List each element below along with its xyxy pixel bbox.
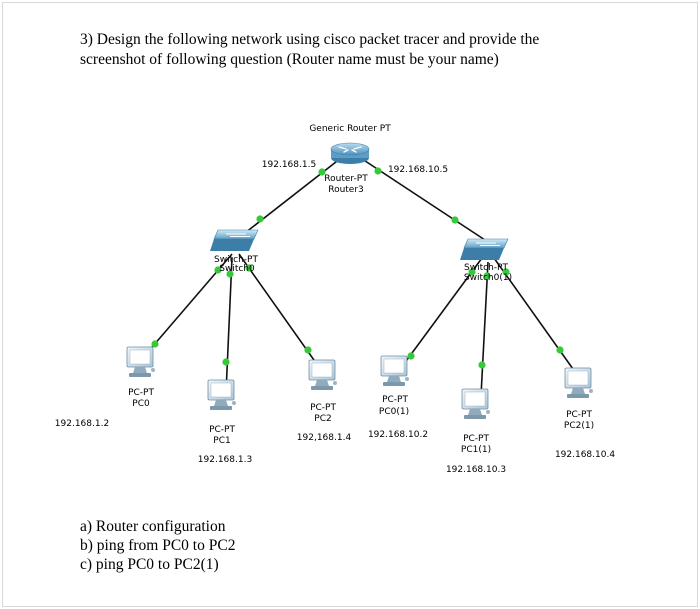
pc-name: PC2(1): [564, 421, 594, 431]
switch-right-name: Switch0(1): [464, 273, 512, 283]
router-ip-right: 192.168.10.5: [388, 165, 448, 175]
pc-node[interactable]: PC-PT PC2(1) 192.168.10.4: [555, 367, 615, 460]
pc-node[interactable]: PC-PT PC0(1) 192.168.10.2: [368, 355, 428, 440]
link-light: [374, 167, 382, 175]
link-light: [502, 268, 510, 276]
link-light: [318, 168, 326, 176]
computer-icon: [564, 367, 593, 398]
question-line-2: screenshot of following question (Router…: [80, 51, 499, 68]
pc-model: PC-PT: [310, 403, 336, 413]
link-light: [451, 216, 459, 224]
pc-ip: 192.168.1.3: [198, 455, 252, 465]
link-light: [304, 346, 312, 354]
pc-model: PC-PT: [382, 395, 408, 405]
computer-icon: [461, 388, 490, 419]
link-light: [214, 266, 222, 274]
pc-name: PC1: [213, 436, 230, 446]
switch-icon: [460, 238, 509, 260]
router[interactable]: Generic Router PT Router-PT Router3 192.…: [262, 124, 448, 195]
switch-right[interactable]: Switch-PT Switch0(1): [460, 238, 512, 283]
link-light: [556, 346, 564, 354]
link-light: [151, 340, 159, 348]
pc-node[interactable]: PC-PT PC1(1) 192.168.10.3: [446, 388, 506, 475]
link-lights: [151, 167, 564, 369]
pc-name: PC1(1): [461, 445, 491, 455]
switch-left-name: Switch0: [219, 264, 255, 274]
pc-ip: 192.168.10.4: [555, 450, 615, 460]
link-router-switch-right: [349, 150, 486, 241]
link-switch0-pc1: [225, 257, 233, 394]
switch-icon: [210, 229, 259, 251]
pc-model: PC-PT: [128, 388, 154, 398]
pc-ip: 192.168.10.2: [368, 430, 428, 440]
question-line-1: 3) Design the following network using ci…: [80, 31, 540, 48]
computer-icon: [308, 359, 337, 390]
link-light: [256, 215, 264, 223]
link-light: [478, 361, 486, 369]
link-light: [222, 358, 230, 366]
pc-ip: 192.168.10.3: [446, 465, 506, 475]
link-light: [407, 352, 415, 360]
link-light: [226, 270, 234, 278]
switch-right-model: Switch-PT: [464, 263, 508, 273]
router-icon: [330, 142, 370, 164]
router-ip-left: 192.168.1.5: [262, 160, 316, 170]
pc-model: PC-PT: [566, 410, 592, 420]
link-light: [483, 272, 491, 280]
computer-icon: [207, 379, 236, 410]
pc-name: PC2: [314, 414, 331, 424]
pc-ip: 192.168.1.2: [55, 419, 109, 429]
pc-node[interactable]: PC-PT PC0 192.168.1.2: [55, 346, 155, 429]
question-text: 3) Design the following network using ci…: [80, 30, 640, 70]
link-router-switch-left: [235, 150, 351, 241]
switch-left-model: Switch-PT: [214, 255, 258, 265]
pc-model: PC-PT: [209, 425, 235, 435]
computer-icon: [126, 346, 155, 377]
pc-name: PC0: [132, 399, 150, 409]
link-light: [245, 264, 253, 272]
task-list: a) Router configuration b) ping from PC0…: [80, 517, 235, 574]
pc-model: PC-PT: [463, 434, 489, 444]
switch-left[interactable]: Switch-PT Switch0: [210, 229, 259, 274]
pc-node[interactable]: PC-PT PC2 192,168.1.4: [297, 359, 352, 443]
router-type-label: Generic Router PT: [309, 124, 391, 134]
link-light: [468, 268, 476, 276]
pc-node[interactable]: PC-PT PC1 192.168.1.3: [198, 379, 252, 465]
task-item: c) ping PC0 to PC2(1): [80, 556, 219, 573]
router-name: Router3: [328, 185, 364, 195]
link-switch01-pc11: [480, 261, 489, 397]
task-item: b) ping from PC0 to PC2: [80, 537, 236, 554]
computer-icon: [380, 355, 409, 386]
router-model: Router-PT: [324, 174, 368, 184]
pc-name: PC0(1): [379, 407, 409, 417]
pc-ip: 192,168.1.4: [297, 433, 352, 443]
task-item: a) Router configuration: [80, 518, 226, 535]
